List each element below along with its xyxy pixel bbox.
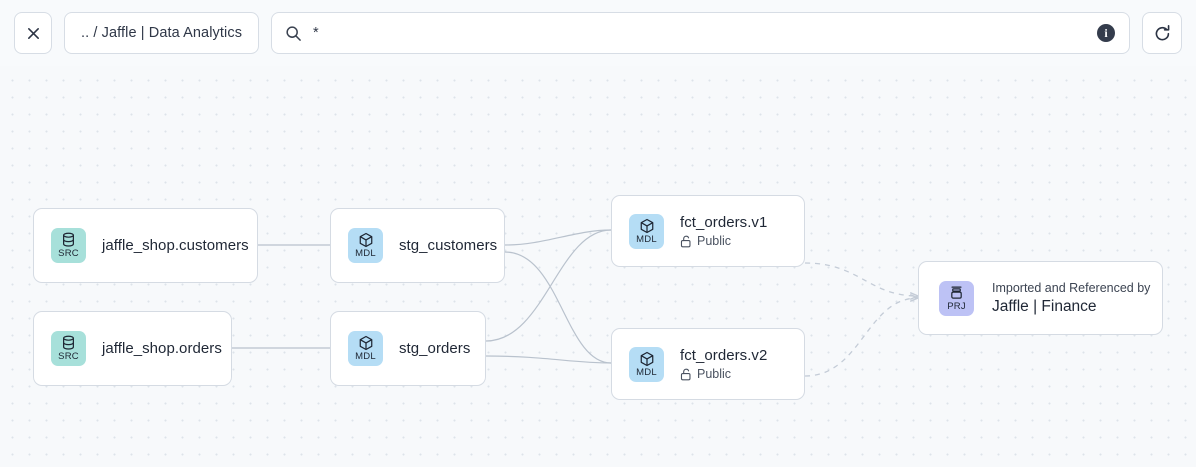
visibility-label: Public — [697, 234, 732, 248]
close-icon — [27, 27, 39, 39]
unlock-icon — [680, 235, 691, 247]
node-stg-customers[interactable]: MDL stg_customers — [330, 208, 505, 283]
node-text: jaffle_shop.orders — [102, 340, 222, 357]
breadcrumb[interactable]: .. / Jaffle | Data Analytics — [64, 12, 260, 54]
node-text: jaffle_shop.customers — [102, 237, 249, 254]
node-text: fct_orders.v1 Public — [680, 214, 767, 248]
node-visibility: Public — [680, 234, 767, 248]
node-kicker: Imported and Referenced by — [992, 280, 1151, 295]
node-title: Jaffle | Finance — [992, 297, 1097, 315]
badge-code: SRC — [58, 351, 79, 362]
node-project-jaffle-finance[interactable]: PRJ Imported and Referenced by Jaffle | … — [918, 261, 1163, 335]
node-fct-orders-v2[interactable]: MDL fct_orders.v2 Public — [611, 328, 805, 400]
badge-src: SRC — [51, 331, 86, 366]
project-box-icon — [949, 285, 964, 301]
refresh-icon — [1155, 24, 1169, 40]
node-jaffle-shop-customers[interactable]: SRC jaffle_shop.customers — [33, 208, 258, 283]
node-text: Imported and Referenced by Jaffle | Fina… — [992, 281, 1150, 316]
edge-stg-customers-to-fct-v1 — [504, 229, 612, 246]
badge-code: PRJ — [947, 300, 966, 312]
close-button[interactable] — [14, 12, 52, 54]
edge-stg-orders-to-fct-v2 — [485, 355, 612, 364]
node-fct-orders-v1[interactable]: MDL fct_orders.v1 Public — [611, 195, 805, 267]
edge-fct-v1-to-project — [804, 262, 918, 296]
visibility-label: Public — [697, 367, 732, 381]
badge-mdl: MDL — [629, 213, 664, 249]
badge-mdl: MDL — [348, 228, 383, 263]
node-title: jaffle_shop.customers — [102, 237, 249, 254]
node-jaffle-shop-orders[interactable]: SRC jaffle_shop.orders — [33, 311, 232, 386]
node-title: fct_orders.v1 — [680, 214, 768, 231]
info-circle-icon[interactable]: i — [1097, 24, 1115, 42]
cube-icon — [358, 232, 374, 248]
badge-src: SRC — [51, 228, 86, 263]
badge-code: MDL — [636, 233, 657, 245]
node-text: fct_orders.v2 Public — [680, 347, 767, 381]
node-stg-orders[interactable]: MDL stg_orders — [330, 311, 486, 386]
node-visibility: Public — [680, 367, 767, 381]
search-icon — [286, 25, 301, 41]
cube-icon — [639, 218, 655, 234]
node-text: stg_customers — [399, 237, 497, 254]
node-title: jaffle_shop.orders — [102, 340, 222, 357]
node-title: stg_customers — [399, 237, 498, 254]
graph-canvas[interactable]: SRC jaffle_shop.customers SRC jaffle_sh — [0, 66, 1196, 467]
search-input[interactable] — [313, 25, 1086, 41]
database-icon — [61, 335, 76, 351]
badge-prj: PRJ — [939, 280, 974, 316]
badge-mdl: MDL — [348, 331, 383, 366]
badge-mdl: MDL — [629, 346, 664, 382]
badge-code: MDL — [636, 366, 657, 378]
badge-code: MDL — [355, 351, 376, 362]
database-icon — [61, 232, 76, 248]
unlock-icon — [680, 368, 691, 380]
cube-icon — [639, 351, 655, 367]
edge-stg-customers-to-fct-v2 — [504, 251, 612, 364]
edge-fct-v2-to-project — [804, 298, 918, 377]
badge-code: MDL — [355, 248, 376, 259]
cube-icon — [358, 335, 374, 351]
node-title: stg_orders — [399, 340, 471, 357]
node-text: stg_orders — [399, 340, 470, 357]
refresh-button[interactable] — [1142, 12, 1182, 54]
badge-code: SRC — [58, 248, 79, 259]
toolbar: .. / Jaffle | Data Analytics i — [0, 0, 1196, 66]
search-bar[interactable]: i — [271, 12, 1130, 54]
node-title: fct_orders.v2 — [680, 347, 768, 364]
